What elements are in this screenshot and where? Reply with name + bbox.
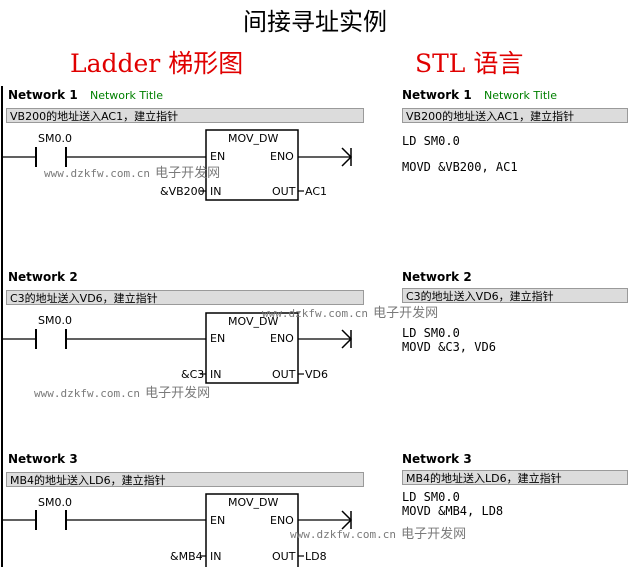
in-operand: &VB200 — [160, 185, 205, 198]
in-pin: IN — [210, 368, 222, 381]
contact-address: SM0.0 — [38, 132, 72, 145]
network-3-rung — [2, 493, 353, 567]
network-1-rung — [2, 129, 353, 201]
out-pin: OUT — [272, 185, 296, 198]
watermark: www.dzkfw.com.cn 电子开发网 — [44, 162, 220, 181]
block-name: MOV_DW — [228, 132, 279, 145]
watermark-site: 电子开发网 — [145, 386, 211, 401]
page-title: 间接寻址实例 — [243, 8, 387, 36]
stl-network-1-comment[interactable]: VB200的地址送入AC1，建立指针 — [402, 108, 628, 123]
in-operand: &MB4 — [170, 550, 203, 563]
network-1-label: Network 1 — [8, 88, 78, 102]
stl-line: LD SM0.0 — [402, 326, 460, 340]
network-2-rung — [2, 312, 353, 384]
contact-address: SM0.0 — [38, 314, 72, 327]
stl-header: STL 语言 — [415, 49, 524, 78]
network-2-comment[interactable]: C3的地址送入VD6，建立指针 — [6, 290, 364, 305]
mov-dw-block — [205, 129, 299, 201]
stl-line: MOVD &C3, VD6 — [402, 340, 496, 354]
eno-pin: ENO — [270, 514, 294, 527]
stl-network-1-title[interactable]: Network Title — [484, 89, 557, 102]
stl-network-1-label: Network 1 — [402, 88, 472, 102]
stl-network-3-comment[interactable]: MB4的地址送入LD6，建立指针 — [402, 470, 628, 485]
in-operand: &C3 — [181, 368, 205, 381]
watermark: www.dzkfw.com.cn 电子开发网 — [262, 302, 438, 321]
network-2-label: Network 2 — [8, 270, 78, 284]
network-3-comment[interactable]: MB4的地址送入LD6，建立指针 — [6, 472, 364, 487]
out-pin: OUT — [272, 550, 296, 563]
watermark-site: 电子开发网 — [155, 166, 221, 181]
eno-pin: ENO — [270, 150, 294, 163]
in-pin: IN — [210, 185, 222, 198]
en-pin: EN — [210, 150, 226, 163]
network-1-title[interactable]: Network Title — [90, 89, 163, 102]
out-operand: AC1 — [305, 185, 328, 198]
eno-pin: ENO — [270, 332, 294, 345]
stl-network-3-label: Network 3 — [402, 452, 472, 466]
watermark-site: 电子开发网 — [373, 306, 439, 321]
network-1-comment[interactable]: VB200的地址送入AC1，建立指针 — [6, 108, 364, 123]
en-pin: EN — [210, 514, 226, 527]
out-operand: VD6 — [305, 368, 328, 381]
out-pin: OUT — [272, 368, 296, 381]
block-name: MOV_DW — [228, 496, 279, 509]
mov-dw-block — [205, 493, 299, 567]
network-3-label: Network 3 — [8, 452, 78, 466]
en-pin: EN — [210, 332, 226, 345]
watermark: www.dzkfw.com.cn 电子开发网 — [34, 382, 210, 401]
watermark-url: www.dzkfw.com.cn — [290, 528, 396, 541]
stl-line: MOVD &MB4, LD8 — [402, 504, 504, 518]
stl-network-2-label: Network 2 — [402, 270, 472, 284]
in-pin: IN — [210, 550, 222, 563]
stl-line: LD SM0.0 — [402, 490, 460, 504]
stl-line: LD SM0.0 — [402, 134, 460, 148]
out-operand: LD8 — [305, 550, 327, 563]
watermark-url: www.dzkfw.com.cn — [262, 307, 368, 320]
stl-network-2-comment[interactable]: C3的地址送入VD6，建立指针 — [402, 288, 628, 303]
watermark: www.dzkfw.com.cn 电子开发网 — [290, 523, 466, 542]
mov-dw-block — [205, 312, 299, 384]
ladder-header: Ladder 梯形图 — [70, 49, 244, 78]
watermark-url: www.dzkfw.com.cn — [44, 167, 150, 180]
contact-address: SM0.0 — [38, 496, 72, 509]
stl-line: MOVD &VB200, AC1 — [402, 160, 518, 174]
watermark-url: www.dzkfw.com.cn — [34, 387, 140, 400]
block-name: MOV_DW — [228, 315, 279, 328]
watermark-site: 电子开发网 — [401, 527, 467, 542]
